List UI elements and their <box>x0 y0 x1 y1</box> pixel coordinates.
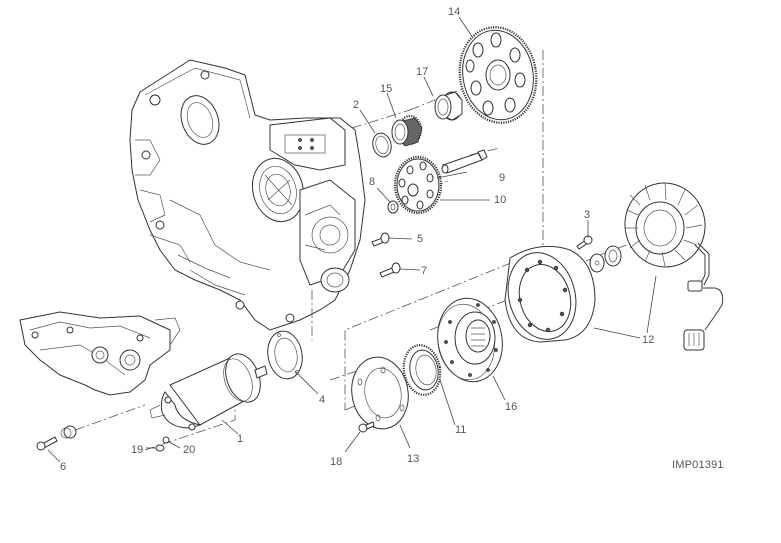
spacer <box>60 425 77 439</box>
callout-19: 19 <box>131 444 144 456</box>
part-12-stator <box>624 182 724 351</box>
callout-20: 20 <box>183 444 196 456</box>
stator-nut <box>604 245 622 267</box>
part-10-intermediate-gear <box>393 155 443 215</box>
part-15-needle-bearing <box>391 114 423 147</box>
callout-2: 2 <box>353 99 360 111</box>
callout-10: 10 <box>494 194 507 206</box>
callout-7: 7 <box>421 265 428 277</box>
part-2-seal-ring <box>372 132 392 158</box>
image-code: IMP01391 <box>672 459 724 471</box>
callout-17: 17 <box>416 66 429 78</box>
part-12-rotor <box>504 245 596 343</box>
stator-washer <box>589 253 605 273</box>
callout-9: 9 <box>499 172 506 184</box>
callout-18: 18 <box>330 456 343 468</box>
callout-11: 11 <box>455 424 467 436</box>
part-17-bushing <box>434 91 463 121</box>
callout-15: 15 <box>380 83 393 95</box>
callout-12: 12 <box>642 334 655 346</box>
callout-8: 8 <box>369 176 376 188</box>
part-3-screw <box>576 235 593 250</box>
callout-16: 16 <box>505 401 518 413</box>
callout-14: 14 <box>448 6 461 18</box>
part-8-washer <box>387 200 399 214</box>
leader-lines <box>47 16 657 463</box>
callout-13: 13 <box>407 453 420 465</box>
part-5-screw <box>371 232 390 247</box>
crankcase-half <box>129 59 366 331</box>
part-16-clutch-hub <box>437 297 503 383</box>
part-19-nut <box>155 444 165 452</box>
part-13-retaining-plate <box>351 356 409 430</box>
callout-4: 4 <box>319 394 326 406</box>
part-6-bolt <box>36 436 58 451</box>
part-7-screw <box>379 262 401 278</box>
part-9-shaft <box>441 149 488 174</box>
callout-6: 6 <box>60 461 67 473</box>
callout-5: 5 <box>417 233 424 245</box>
part-20-washer <box>162 436 170 444</box>
part-18-screw <box>358 421 375 433</box>
crankcase-secondary <box>19 311 181 396</box>
part-4-gasket <box>267 330 303 380</box>
callout-3: 3 <box>584 209 591 221</box>
part-14-driven-gear <box>458 26 538 124</box>
part-11-sprag-clutch <box>402 344 442 396</box>
part-1-starter-motor <box>149 353 268 431</box>
callout-1: 1 <box>237 433 244 445</box>
